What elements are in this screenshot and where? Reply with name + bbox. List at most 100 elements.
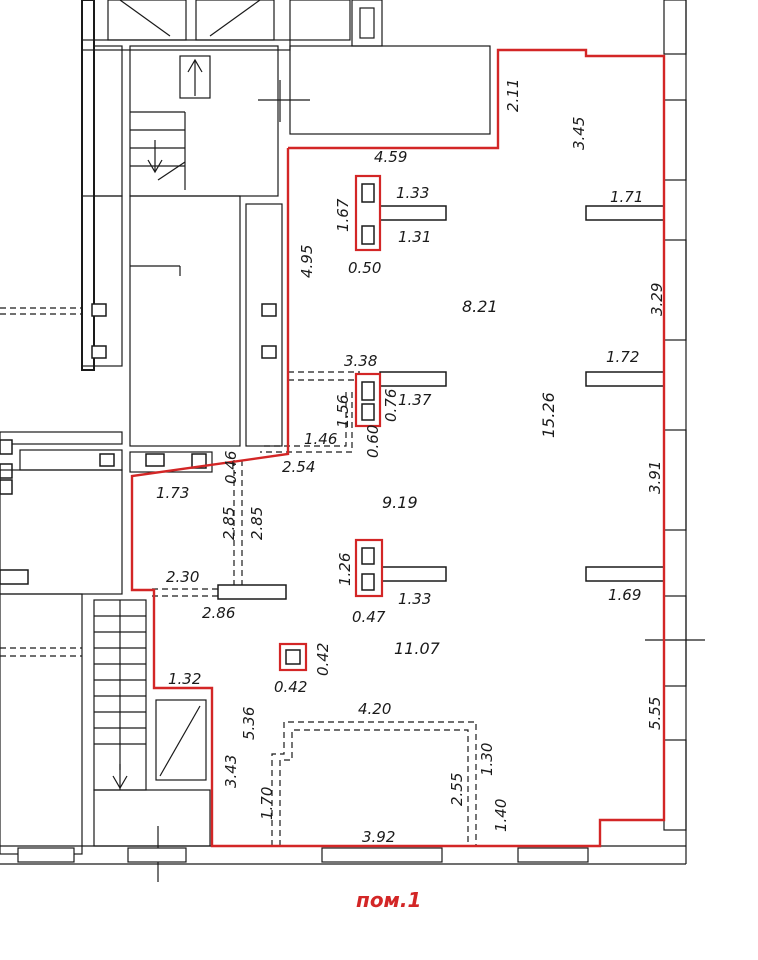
wall-segment (129, 451, 213, 473)
wall-segment (93, 45, 123, 197)
dim-label: 2.55 (448, 773, 466, 806)
window (663, 595, 687, 687)
column (285, 649, 301, 665)
dim-label: 2.85 (220, 507, 238, 540)
window (321, 847, 443, 863)
dim-label: 1.37 (398, 391, 432, 409)
duct-box (145, 453, 165, 467)
window (663, 99, 687, 181)
dim-label: 1.70 (258, 787, 276, 820)
dim-label: 2.54 (282, 458, 315, 476)
dim-label: 1.56 (334, 395, 352, 428)
dim-label: 1.46 (304, 430, 337, 448)
dim-label: 1.73 (156, 484, 189, 502)
duct-box (361, 381, 375, 401)
duct-box (0, 439, 13, 455)
partition-stub (585, 371, 665, 387)
window (127, 847, 187, 863)
dim-label: 1.33 (398, 590, 431, 608)
dashed-enclosure (271, 721, 477, 846)
dim-label: 4.95 (298, 245, 316, 278)
window (663, 429, 687, 531)
arrow-down-icon (112, 775, 128, 790)
shaft-mark (209, 0, 261, 37)
dim-label: 3.91 (646, 461, 664, 494)
dim-label: 0.42 (314, 643, 332, 676)
duct-box (261, 345, 277, 359)
duct-box (361, 225, 375, 245)
room-label: пом.1 (356, 888, 421, 912)
area-label: 9.19 (382, 493, 418, 512)
dim-label: 1.31 (398, 228, 431, 246)
dim-label: 0.50 (348, 259, 381, 277)
area-label: 15.26 (539, 392, 558, 438)
dim-label: 2.86 (202, 604, 235, 622)
duct-box (0, 463, 13, 479)
premise-outline (130, 48, 666, 848)
stair-hall (129, 45, 279, 197)
window (517, 847, 589, 863)
partition-stub (379, 566, 447, 582)
dim-label: 3.45 (570, 117, 588, 150)
shafts (278, 174, 384, 672)
area-label: 11.07 (394, 639, 441, 658)
duct-box (91, 303, 107, 317)
wall-segment (0, 431, 123, 445)
partition-stub (585, 566, 665, 582)
vestibule (93, 789, 211, 847)
duct-box (0, 569, 29, 585)
shaft-column (81, 195, 123, 367)
dim-label: 1.69 (608, 586, 641, 604)
partitions (152, 205, 665, 846)
stair-hall-lower (129, 195, 241, 447)
duct-box (91, 345, 107, 359)
window (17, 847, 75, 863)
dim-label: 1.40 (492, 799, 510, 832)
arrow-down-icon (147, 159, 163, 174)
stair-arrow (157, 161, 186, 181)
shaft-mark (159, 705, 201, 777)
dim-label: 4.20 (358, 700, 391, 718)
partition-stub (585, 205, 665, 221)
partition-stub (379, 371, 447, 387)
dim-label: 1.67 (334, 198, 352, 232)
dim-label: 2.85 (248, 507, 266, 540)
dim-label: 1.26 (336, 553, 354, 586)
window (663, 739, 687, 831)
dim-label: 0.60 (364, 425, 382, 458)
dim-label: 5.55 (646, 697, 664, 730)
shaft-mark (119, 0, 171, 37)
landing (179, 55, 211, 99)
wall-segment (81, 39, 291, 51)
dim-label: 0.42 (274, 678, 307, 696)
dim-label: 1.30 (478, 743, 496, 776)
duct-box (361, 403, 375, 421)
dim-label: 5.36 (240, 707, 258, 740)
dim-label: 1.72 (606, 348, 639, 366)
duct-box (0, 479, 13, 495)
ventilation-duct (359, 7, 375, 39)
dashed-line (260, 392, 353, 453)
shaft-column (245, 203, 283, 447)
area-label: 8.21 (462, 297, 498, 316)
adjacent-room (289, 45, 491, 135)
dim-label: 2.11 (504, 79, 522, 112)
dim-label: 3.92 (362, 828, 395, 846)
duct-box (191, 453, 207, 469)
dim-label: 1.32 (168, 670, 201, 688)
dim-label: 3.43 (222, 755, 240, 788)
stair-treads (94, 600, 146, 770)
window (663, 0, 687, 55)
dim-label: 4.59 (374, 148, 407, 166)
arrow-up-icon (187, 58, 203, 73)
partition-stub (379, 205, 447, 221)
dim-label: 2.30 (166, 568, 199, 586)
dim-label: 3.29 (648, 283, 666, 316)
dim-label: 1.71 (610, 188, 643, 206)
window (663, 239, 687, 341)
elevator-shaft (195, 0, 275, 41)
dim-label: 0.47 (352, 608, 386, 626)
duct-box (361, 573, 375, 591)
dim-label: 1.33 (396, 184, 429, 202)
